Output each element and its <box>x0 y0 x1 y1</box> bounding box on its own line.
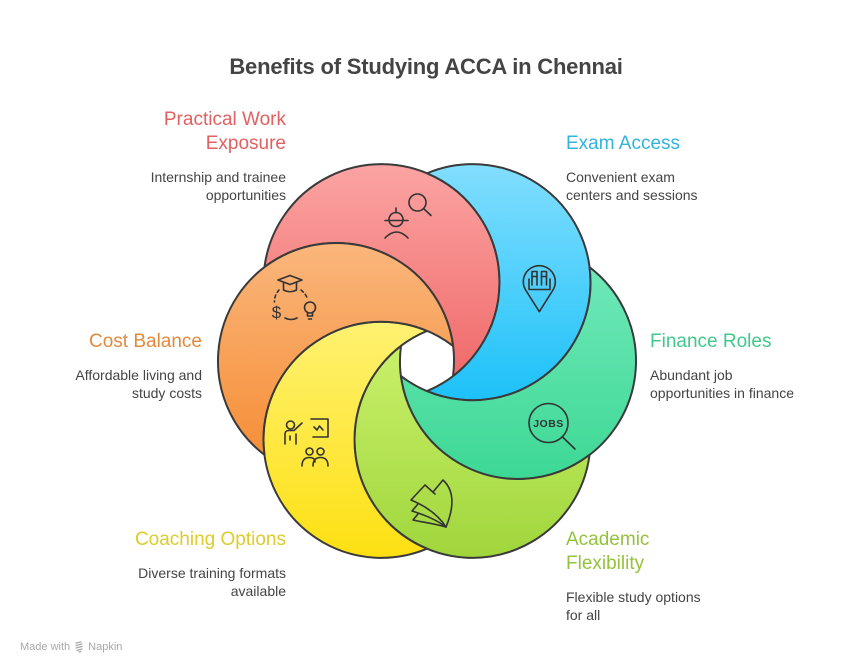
location-pin-lab-icon <box>522 264 557 313</box>
benefit-description: Convenient exam centers and sessions <box>566 169 698 203</box>
label-cost-balance: Cost Balance <box>89 330 202 354</box>
benefit-title: Finance Roles <box>650 331 772 352</box>
label-academic-flexibility: Academic Flexibility <box>566 528 649 576</box>
napkin-brand-text: Napkin <box>88 641 123 653</box>
worker-search-icon <box>384 193 432 239</box>
benefit-description: Internship and trainee opportunities <box>150 169 286 203</box>
jobs-search-icon <box>528 402 576 450</box>
education-cost-cycle-icon <box>273 274 317 321</box>
benefit-description: Flexible study options for all <box>566 589 701 623</box>
napkin-logo-icon <box>75 641 83 653</box>
benefit-title: Coaching Options <box>134 529 286 550</box>
segment-cost-balance <box>216 241 455 456</box>
made-with-text: Made with <box>20 641 71 653</box>
jobs-glyph: JOBS <box>533 418 564 430</box>
benefit-title: Exam Access <box>566 133 681 154</box>
open-book-pages-icon <box>410 479 453 528</box>
label-coaching-options: Coaching Options <box>135 528 286 552</box>
benefit-title: Practical Work Exposure <box>163 109 286 154</box>
made-with-napkin-footer[interactable]: Made with Napkin <box>20 640 122 654</box>
label-finance-roles: Finance Roles <box>650 330 771 354</box>
teacher-board-icon <box>284 418 329 467</box>
benefit-title: Academic Flexibility <box>566 529 650 574</box>
page-title: Benefits of Studying ACCA in Chennai <box>229 54 623 79</box>
benefit-description: Affordable living and study costs <box>75 367 202 401</box>
dollar-glyph: $ <box>272 303 282 322</box>
label-exam-access: Exam Access <box>566 132 680 156</box>
benefit-title: Cost Balance <box>88 331 202 352</box>
label-practical-work-exposure: Practical Work Exposure <box>164 108 286 156</box>
benefit-description: Abundant job opportunities in finance <box>650 367 794 401</box>
benefit-description: Diverse training formats available <box>138 565 286 599</box>
